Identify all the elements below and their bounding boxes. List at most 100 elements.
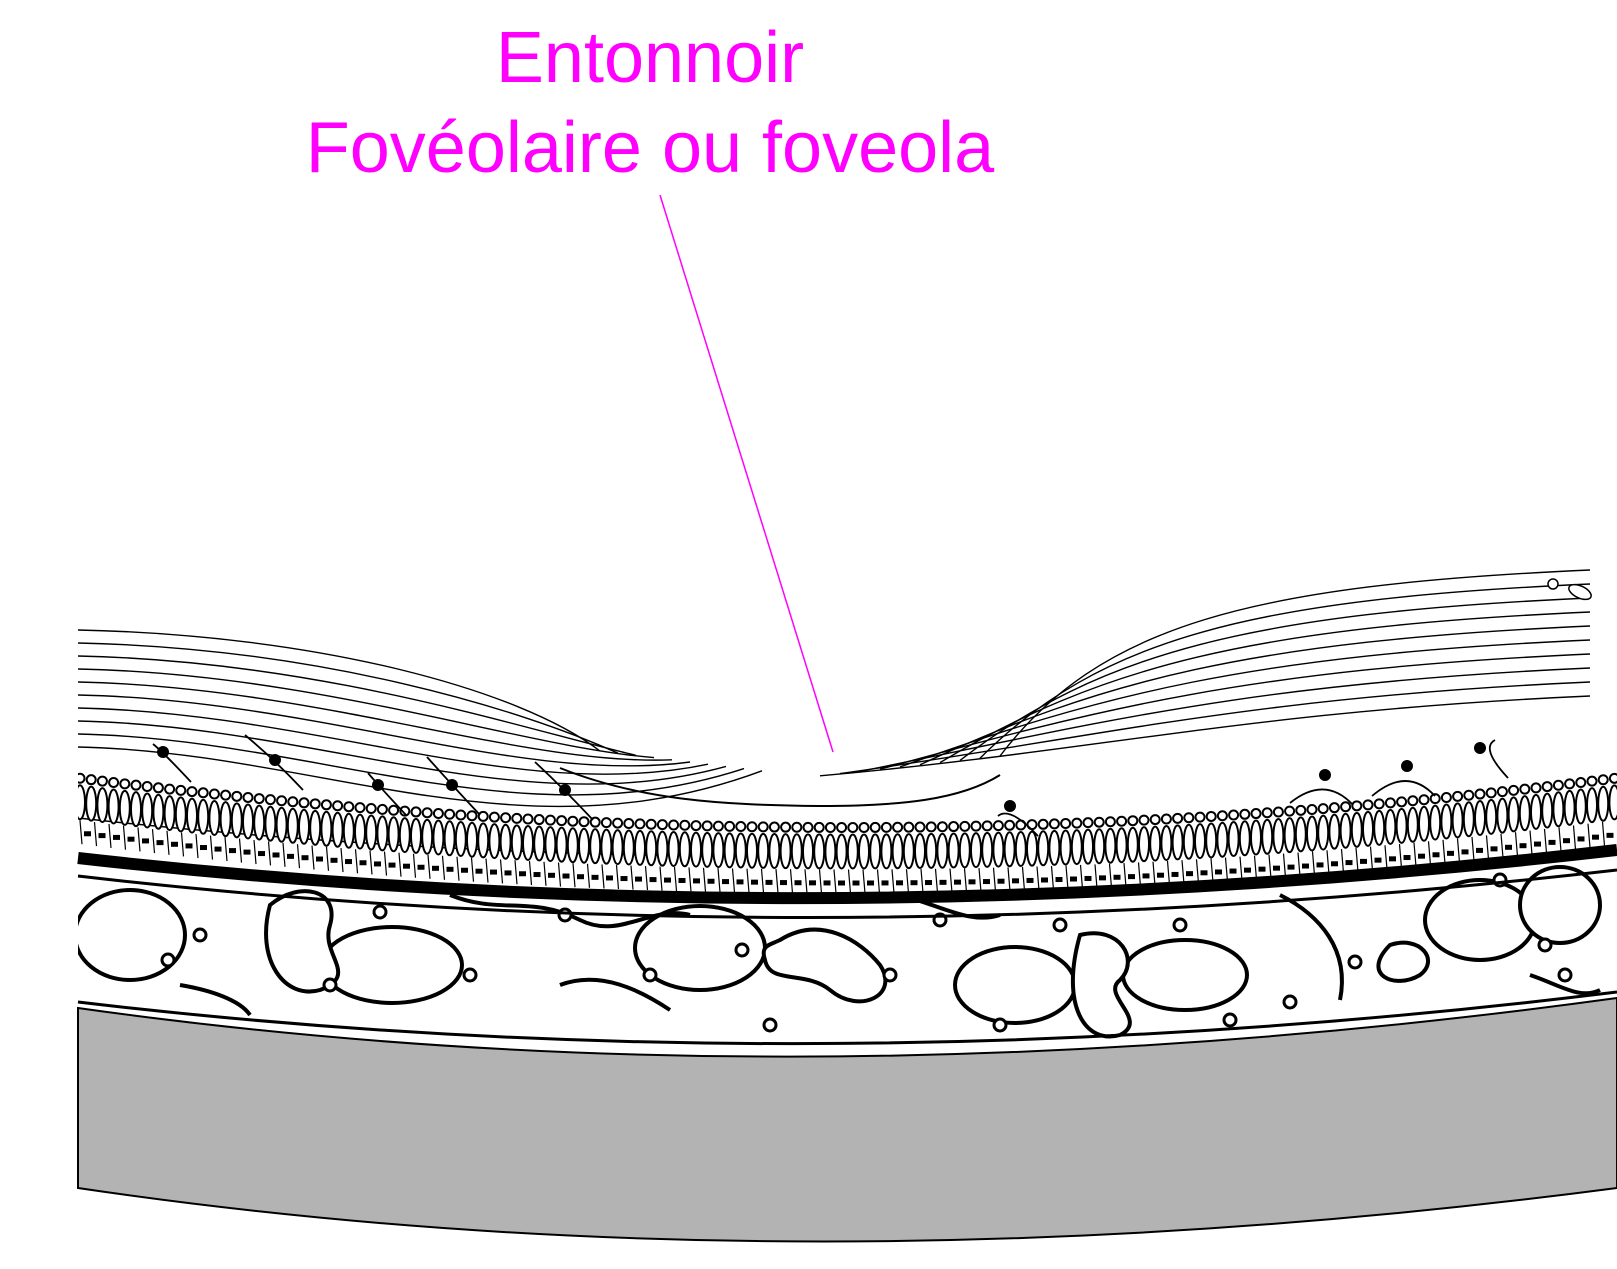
- photoreceptor-cell: [902, 833, 915, 870]
- photoreceptor-knob: [981, 820, 993, 832]
- nerve-fibre-left: [78, 720, 727, 785]
- rpe-nucleus: [1026, 877, 1034, 883]
- rpe-cell-border: [485, 858, 489, 883]
- photoreceptor-knob: [1519, 783, 1531, 795]
- photoreceptor-knob: [1597, 774, 1609, 786]
- choroid-vessel-blob: [1529, 973, 1601, 996]
- choroid-capillary: [882, 967, 898, 983]
- photoreceptor-cell: [1149, 825, 1162, 862]
- ganglion-cell-body: [446, 779, 458, 791]
- photoreceptor-knob: [1530, 782, 1542, 794]
- photoreceptor-cell: [678, 831, 691, 868]
- photoreceptor-knob: [253, 793, 265, 805]
- photoreceptor-cell: [925, 832, 938, 869]
- photoreceptor-cell: [376, 815, 389, 852]
- rpe-cell-border: [586, 863, 591, 888]
- photoreceptor-knob: [1508, 784, 1520, 796]
- photoreceptor-cell: [802, 833, 814, 870]
- photoreceptor-knob: [488, 811, 500, 823]
- choroid-vessel-blob: [264, 889, 341, 994]
- rpe-nucleus: [1099, 875, 1106, 881]
- photoreceptor-knob: [656, 819, 668, 831]
- nerve-fibre-layer: [78, 569, 1591, 808]
- photoreceptor-cell: [410, 817, 422, 854]
- photoreceptor-cell: [701, 831, 714, 868]
- rpe-nucleus: [591, 874, 599, 880]
- photoreceptor-cell: [1238, 820, 1251, 857]
- photoreceptor-knob: [836, 821, 848, 833]
- rpe-nucleus: [1418, 853, 1425, 859]
- nerve-fibre-right: [939, 611, 1591, 764]
- choroid-capillary: [642, 967, 658, 983]
- photoreceptor-knob: [477, 810, 489, 822]
- photoreceptor-cell: [253, 804, 266, 841]
- photoreceptor-knob: [679, 819, 691, 831]
- photoreceptor-layer: [78, 772, 1617, 870]
- photoreceptor-knob: [780, 821, 792, 833]
- photoreceptor-cell: [1552, 791, 1565, 828]
- photoreceptor-knob: [1060, 818, 1072, 830]
- nerve-fibre-right: [979, 583, 1591, 759]
- rpe-cell-border: [427, 854, 431, 879]
- photoreceptor-knob: [1104, 816, 1116, 828]
- photoreceptor-cell: [858, 833, 870, 870]
- rpe-nucleus: [707, 878, 715, 884]
- photoreceptor-knob: [119, 778, 131, 790]
- photoreceptor-cell: [141, 792, 154, 829]
- photoreceptor-knob: [365, 803, 377, 815]
- photoreceptor-knob: [712, 820, 724, 832]
- rpe-cell-border: [1181, 860, 1185, 885]
- photoreceptor-cell: [1530, 793, 1542, 830]
- photoreceptor-cell: [914, 833, 926, 870]
- choroid-capillary: [734, 942, 750, 958]
- choroid-top-line: [77, 868, 1617, 920]
- photoreceptor-knob: [533, 814, 545, 826]
- photoreceptor-knob: [1082, 817, 1094, 829]
- rpe-cell-border: [282, 842, 286, 867]
- photoreceptor-knob: [1205, 810, 1217, 822]
- choroid-vessel: [953, 945, 1077, 1025]
- ganglion-cell-body: [559, 784, 571, 796]
- photoreceptor-knob: [175, 784, 187, 796]
- rpe-nucleus: [330, 857, 338, 863]
- photoreceptor-cell: [78, 784, 86, 821]
- nerve-fibre-left: [78, 655, 637, 757]
- rpe-cell-border: [992, 867, 997, 892]
- nerve-fibre-right: [899, 639, 1591, 768]
- photoreceptor-knob: [287, 796, 299, 808]
- rpe-nucleus: [968, 879, 976, 885]
- photoreceptor-cell: [813, 833, 826, 870]
- photoreceptor-knob: [544, 814, 556, 826]
- photoreceptor-cell: [130, 791, 142, 828]
- photoreceptor-knob: [645, 818, 657, 830]
- rpe-nucleus: [185, 843, 193, 849]
- rpe-nucleus: [243, 849, 251, 855]
- rpe-nucleus: [765, 879, 773, 885]
- photoreceptor-cell: [1406, 806, 1419, 843]
- rpe-nucleus: [954, 879, 961, 885]
- rpe-cell-border: [1572, 825, 1577, 850]
- photoreceptor-knob: [1429, 793, 1441, 805]
- photoreceptor-cell: [1037, 830, 1050, 867]
- rpe-nucleus: [127, 836, 135, 842]
- photoreceptor-cell: [85, 785, 98, 822]
- choroid-capillary: [1557, 967, 1573, 983]
- photoreceptor-knob: [1228, 809, 1240, 821]
- rpe-nucleus: [1070, 876, 1077, 882]
- photoreceptor-cell: [331, 811, 344, 848]
- nerve-fibre-left: [78, 629, 601, 752]
- rpe-nucleus: [84, 831, 91, 837]
- rpe-nucleus: [794, 880, 802, 886]
- rpe-cell-border: [296, 844, 301, 869]
- photoreceptor-cell: [1294, 816, 1307, 853]
- photoreceptor-cell: [1261, 818, 1274, 855]
- rpe-cell-border: [1239, 856, 1243, 881]
- photoreceptor-cell: [992, 831, 1005, 868]
- photoreceptor-knob: [1149, 814, 1161, 826]
- rpe-cell-border: [1587, 823, 1591, 848]
- rpe-cell-border: [717, 868, 721, 893]
- rpe-cell-border: [166, 830, 170, 855]
- rpe-cell-border: [760, 868, 765, 893]
- choroid-vessel: [1121, 938, 1249, 1012]
- photoreceptor-cell: [1048, 829, 1061, 866]
